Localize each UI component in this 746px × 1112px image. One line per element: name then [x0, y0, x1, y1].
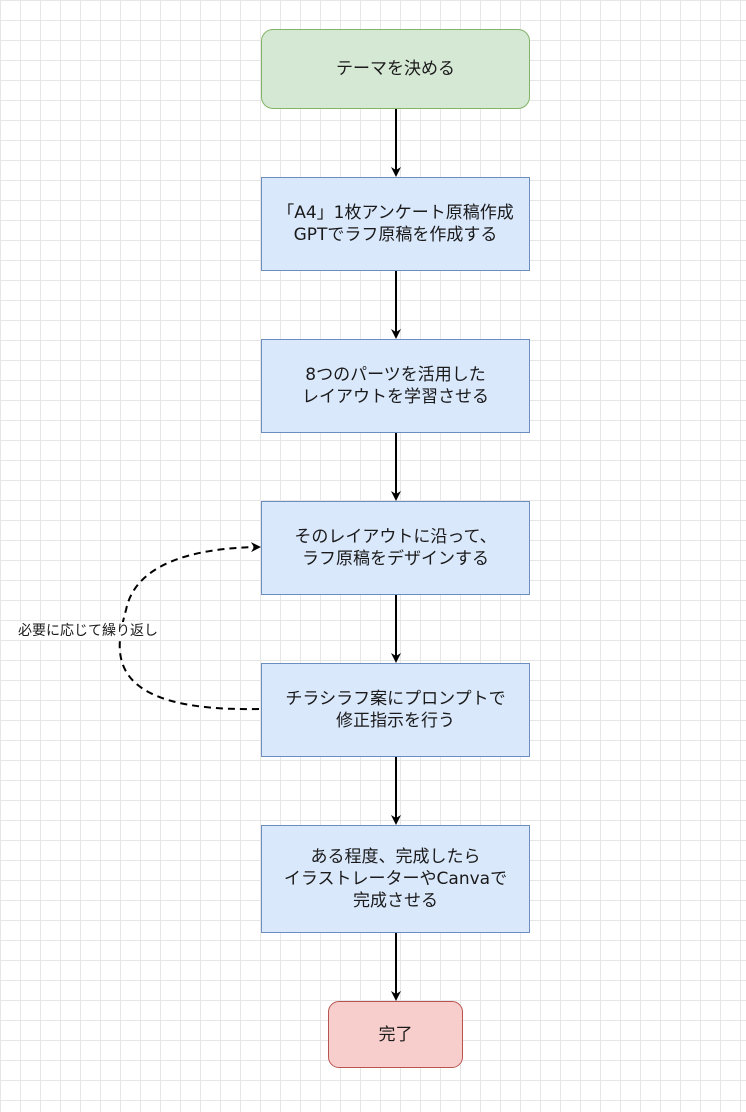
edge-loop-step4-to-step3: [118, 542, 261, 711]
step-create-rough-draft[interactable]: 「A4」1枚アンケート原稿作成 GPTでラフ原稿を作成する: [261, 177, 530, 271]
step-learn-layout[interactable]: 8つのパーツを活用した レイアウトを学習させる: [261, 339, 530, 433]
step-design-draft[interactable]: そのレイアウトに沿って、 ラフ原稿をデザインする: [261, 501, 530, 595]
loop-edge-label: 必要に応じて繰り返し: [18, 622, 158, 640]
start-node[interactable]: テーマを決める: [261, 29, 530, 109]
end-node[interactable]: 完了: [328, 1001, 463, 1068]
step-finish-in-tools[interactable]: ある程度、完成したら イラストレーターやCanvaで 完成させる: [261, 825, 530, 933]
step-revise-with-prompt[interactable]: チラシラフ案にプロンプトで 修正指示を行う: [261, 663, 530, 757]
